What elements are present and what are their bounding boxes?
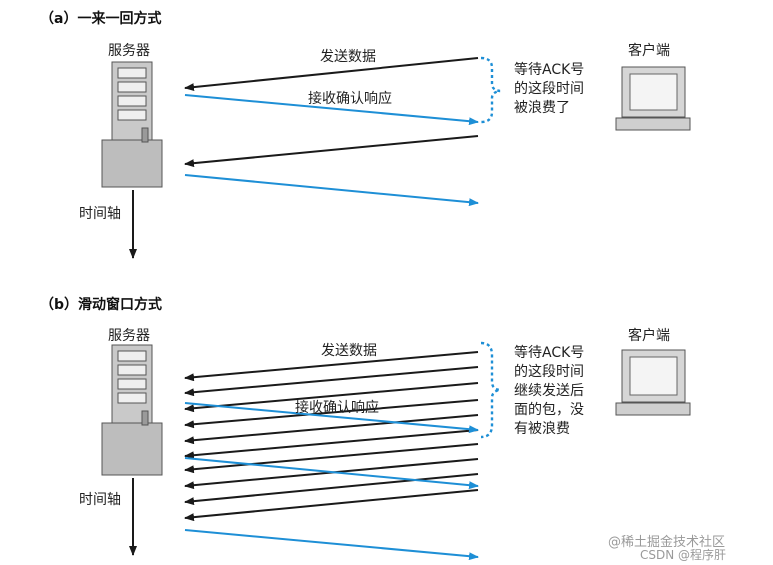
send-arrow-b5 (184, 414, 479, 445)
dotted-brace-b (480, 341, 501, 439)
section-b-title: （b）滑动窗口方式 (40, 297, 163, 313)
watermark-line-1: @稀土掘金技术社区 (608, 535, 726, 550)
note-b-line-2: 的这段时间 (514, 364, 584, 380)
send-arrow-b10 (184, 489, 479, 522)
send-arrow-b2 (184, 366, 479, 397)
dotted-brace-a (480, 56, 501, 124)
ack-arrow-a2 (184, 174, 479, 207)
ack-arrows-b (184, 402, 479, 561)
send-arrow-b6 (184, 429, 479, 460)
watermark-line-2: CSDN @程序肝 (640, 548, 727, 562)
note-b-line-3: 继续发送后 (514, 383, 584, 399)
server-icon-a (101, 61, 163, 188)
time-axis-label-b: 时间轴 (79, 492, 121, 508)
note-a-line-3: 被浪费了 (514, 100, 570, 116)
client-label-a: 客户端 (628, 43, 670, 59)
send-arrow-b4 (184, 399, 479, 429)
ack-arrow-b2 (184, 457, 479, 490)
note-a-line-1: 等待ACK号 (514, 62, 585, 78)
client-label-b: 客户端 (628, 328, 670, 344)
send-label-b: 发送数据 (321, 343, 377, 359)
send-arrow-b7 (184, 443, 479, 474)
server-label-b: 服务器 (108, 328, 150, 344)
ack-arrow-b3 (184, 529, 479, 561)
send-arrow-a2 (184, 135, 479, 168)
note-b: 等待ACK号 的这段时间 继续发送后 面的包，没 有被浪费 (514, 344, 584, 439)
note-a-line-2: 的这段时间 (514, 81, 584, 97)
time-axis-label-a: 时间轴 (79, 206, 121, 222)
client-computer-icon-b (615, 349, 691, 416)
section-a-title: （a）一来一回方式 (40, 11, 162, 27)
send-arrow-b1 (184, 351, 479, 382)
send-label-a: 发送数据 (320, 49, 376, 65)
note-b-line-4: 面的包，没 (514, 402, 584, 418)
ack-label-b: 接收确认响应 (295, 400, 379, 416)
ack-arrow-b1 (184, 402, 479, 434)
note-a: 等待ACK号 的这段时间 被浪费了 (514, 61, 584, 118)
ack-arrow-a1 (184, 94, 479, 126)
send-arrow-b9 (184, 473, 479, 506)
ack-label-a: 接收确认响应 (308, 91, 392, 107)
send-arrows-b (184, 351, 479, 522)
client-computer-icon-a (615, 66, 691, 131)
send-arrow-b3 (184, 382, 479, 413)
send-arrow-a1 (184, 57, 479, 92)
note-b-line-5: 有被浪费 (514, 421, 570, 437)
note-b-line-1: 等待ACK号 (514, 345, 585, 361)
server-icon-b (101, 344, 163, 476)
server-label-a: 服务器 (108, 43, 150, 59)
